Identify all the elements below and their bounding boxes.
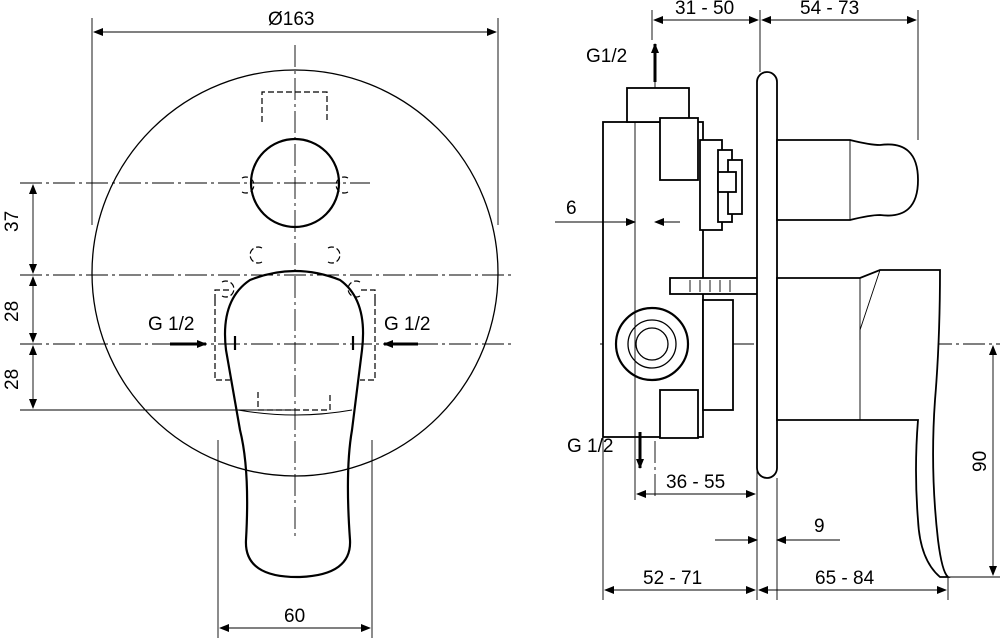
diverter-knob — [776, 139, 919, 221]
mixer-body — [702, 299, 734, 411]
dim-37-label: 37 — [2, 211, 23, 232]
hidden-box-outline — [214, 91, 376, 411]
dim-60-label: 60 — [284, 606, 305, 627]
inlet-connector-inner — [627, 319, 677, 369]
inlet-left-label: G 1/2 — [148, 314, 194, 335]
outlet-top-label: G1/2 — [586, 46, 627, 67]
dim-28-lower-label: 28 — [2, 369, 23, 390]
front-view: G 1/2 G 1/2 Ø163 37 28 28 60 — [2, 9, 515, 638]
adjusting-screw — [669, 277, 761, 295]
lever-crease — [237, 409, 353, 416]
dim-52-71-label: 52 - 71 — [643, 568, 702, 589]
cover-plate-side — [756, 71, 778, 479]
mounting-tab-top — [659, 117, 699, 181]
inlet-right-label: G 1/2 — [384, 314, 430, 335]
lever-handle — [223, 269, 365, 579]
lever-side — [776, 269, 951, 578]
dim-diameter-label: Ø163 — [268, 9, 314, 30]
inlet-connector-outer — [614, 306, 690, 382]
outlet-bottom-label: G 1/2 — [567, 436, 613, 457]
cartridge-nut — [717, 171, 737, 193]
diverter-hole — [249, 137, 341, 229]
dim-31-50-label: 31 - 50 — [675, 0, 734, 19]
dim-65-84-label: 65 - 84 — [815, 568, 875, 589]
dim-9-label: 9 — [814, 516, 825, 537]
side-view: G1/2 G 1/2 31 - 50 54 - 73 6 36 - 55 9 5… — [555, 0, 1000, 600]
dim-36-55-label: 36 - 55 — [666, 472, 725, 493]
dim-28-upper-label: 28 — [2, 301, 23, 322]
dim-90-label: 90 — [970, 451, 991, 472]
top-outlet-nozzle — [626, 87, 690, 123]
mounting-tab-bottom — [659, 389, 699, 439]
inlet-connector-bore — [635, 327, 669, 361]
dim-6-label: 6 — [566, 198, 577, 219]
dim-54-73-label: 54 - 73 — [800, 0, 859, 19]
